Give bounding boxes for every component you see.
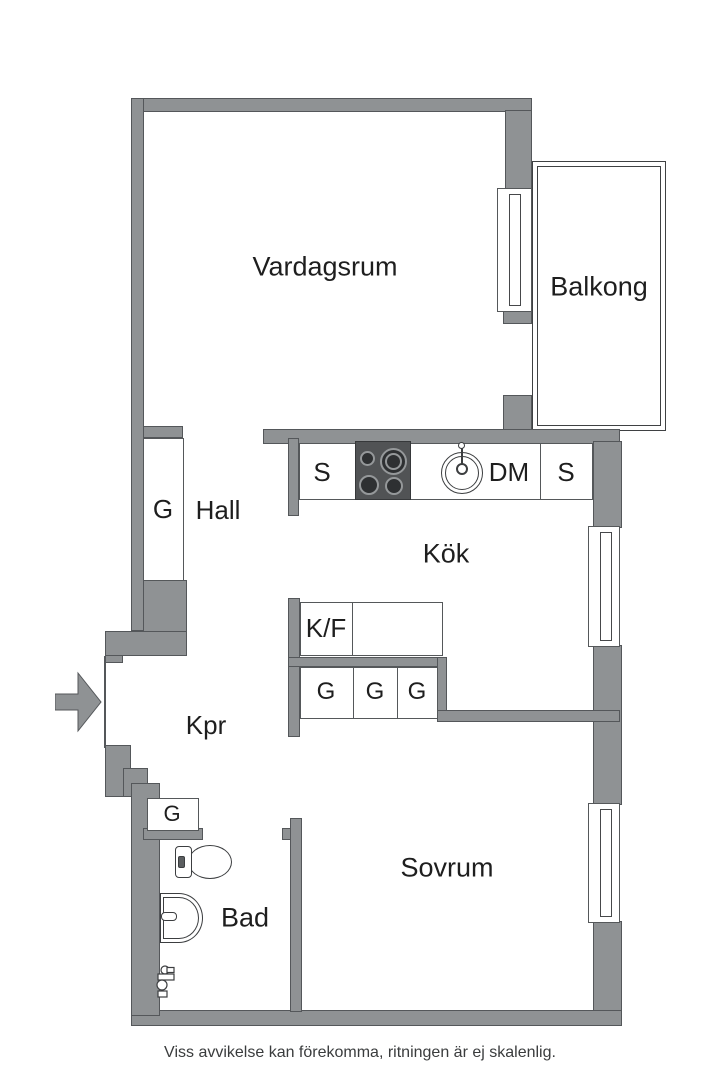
counter-cabinet-right bbox=[540, 443, 593, 500]
faucet-stem-icon bbox=[461, 446, 463, 469]
stove bbox=[355, 441, 411, 500]
wall-left-outer bbox=[131, 98, 144, 631]
wall-top bbox=[131, 98, 532, 112]
wall-livingroom-right-lower bbox=[503, 395, 532, 431]
burner-medium-icon bbox=[385, 477, 403, 495]
wall-bottom bbox=[131, 1010, 622, 1026]
wall-entry-upper-step bbox=[105, 655, 123, 663]
wall-hall-kitchen bbox=[288, 438, 299, 516]
wall-kitchen-bedroom bbox=[437, 710, 620, 722]
entrance-arrow-icon bbox=[55, 671, 102, 733]
wardrobe-label-1: G bbox=[316, 678, 336, 705]
kitchen-window-glazing bbox=[600, 532, 612, 641]
counter-cabinet-right-label: S bbox=[557, 457, 575, 487]
counter-cabinet-left-label: S bbox=[313, 457, 331, 487]
wall-bath-bedroom bbox=[290, 818, 302, 1012]
toilet-flush-icon bbox=[178, 856, 185, 868]
kpr-wardrobe-label: G bbox=[163, 801, 181, 826]
room-label-kpr: Kpr bbox=[185, 710, 227, 740]
room-label-sovrum: Sovrum bbox=[400, 852, 494, 883]
kitchen-cabinet-box bbox=[352, 602, 443, 656]
burner-large-icon bbox=[380, 448, 407, 475]
wall-fridge-block-left bbox=[288, 598, 300, 737]
room-label-balkong: Balkong bbox=[550, 271, 648, 302]
wall-right-middle bbox=[593, 645, 622, 805]
balcony-outline bbox=[532, 161, 666, 431]
room-label-kok: Kök bbox=[422, 538, 470, 569]
bedroom-window-glazing bbox=[600, 809, 612, 917]
wardrobe-label-2: G bbox=[365, 678, 385, 705]
room-label-bad: Bad bbox=[220, 902, 270, 933]
balcony-door-glazing bbox=[509, 194, 521, 306]
wall-stub-above-hall-wardrobe bbox=[143, 426, 183, 438]
shower-mixer-icon bbox=[156, 965, 175, 998]
burner-medium-icon bbox=[359, 475, 379, 495]
wall-bath-door-hook bbox=[282, 828, 291, 840]
fridge-freezer-label: K/F bbox=[305, 613, 347, 643]
faucet-base-icon bbox=[456, 463, 468, 475]
wall-right-lower bbox=[593, 921, 622, 1012]
wall-stub-below-balcony-door bbox=[503, 310, 532, 324]
toilet-bowl-icon bbox=[188, 845, 232, 879]
dishwasher-label: DM bbox=[488, 457, 530, 487]
wall-below-hall-wardrobe bbox=[143, 580, 187, 632]
fridge-freezer-box bbox=[300, 602, 353, 656]
wall-fridge-block-mid bbox=[288, 657, 447, 667]
burner-small-icon bbox=[360, 451, 375, 466]
hall-wardrobe-label: G bbox=[152, 494, 174, 524]
balcony-inner-outline bbox=[537, 166, 661, 426]
kpr-wardrobe-box bbox=[147, 798, 199, 831]
disclaimer-text: Viss avvikelse kan förekomma, ritningen … bbox=[164, 1044, 556, 1061]
wall-livingroom-right bbox=[505, 110, 532, 190]
hall-wardrobe-box bbox=[143, 438, 184, 581]
room-label-vardagsrum: Vardagsrum bbox=[252, 251, 398, 282]
wall-right-upper bbox=[593, 441, 622, 528]
wardrobe-box-1 bbox=[300, 667, 354, 719]
wall-kitchen-top bbox=[263, 429, 620, 444]
bath-sink-tap-icon bbox=[161, 912, 177, 921]
room-label-hall: Hall bbox=[195, 495, 241, 525]
wardrobe-label-3: G bbox=[407, 678, 427, 705]
wall-entry-upper bbox=[105, 631, 187, 656]
entry-door-opening-line bbox=[104, 656, 106, 748]
wardrobe-box-3 bbox=[397, 667, 438, 719]
faucet-tip-icon bbox=[458, 442, 465, 449]
